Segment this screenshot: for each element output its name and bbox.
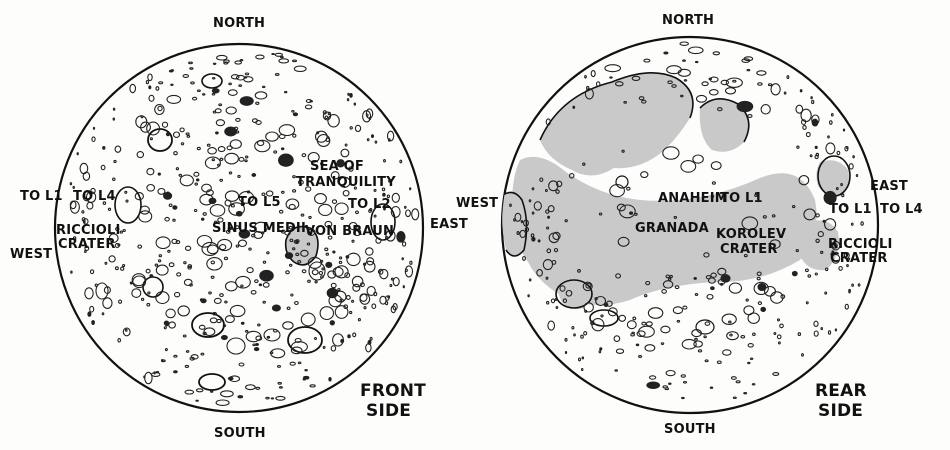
front-to-l1-label: TO L1 (20, 190, 63, 203)
rear-riccioli-label-line2: CRATER (830, 252, 888, 265)
front-sea-label-line2: TRANQUILITY (296, 176, 396, 189)
crater-mark (304, 376, 309, 379)
crater-mark (372, 135, 374, 138)
crater-mark (272, 54, 275, 55)
rear-side-title-line1: REAR (815, 382, 867, 400)
crater-mark (326, 262, 332, 267)
crater-mark (694, 278, 696, 280)
crater-mark (174, 371, 178, 373)
crater-mark (330, 321, 334, 325)
crater-mark (285, 253, 292, 259)
rear-riccioli-label-line1: RICCIOLI (828, 238, 893, 251)
crater-mark (711, 287, 715, 290)
crater-mark (721, 275, 730, 282)
rear-anaheim-label: ANAHEIM (658, 192, 728, 205)
crater-mark (241, 322, 244, 324)
crater-mark (348, 335, 350, 338)
rear-west-label: WEST (456, 197, 498, 210)
crater-mark (169, 70, 173, 72)
crater-mark (92, 321, 95, 325)
crater-mark (327, 288, 337, 297)
crater-mark (548, 216, 550, 218)
front-north-label: NORTH (213, 17, 265, 30)
rear-to-l1-east-label: TO L1 (829, 203, 872, 216)
front-side-title-line1: FRONT (360, 382, 426, 400)
crater-mark (812, 119, 818, 126)
rear-korolev-label-line2: CRATER (720, 243, 778, 256)
crater-mark (212, 89, 219, 93)
crater-mark (222, 336, 228, 340)
front-riccioli-label-line1: RICCIOLI (56, 224, 121, 237)
crater-mark (800, 90, 802, 92)
crater-mark (103, 147, 105, 150)
crater-mark (149, 86, 151, 89)
front-riccioli-label-line2: CRATER (58, 238, 116, 251)
crater-mark (383, 193, 385, 196)
crater-mark (636, 344, 638, 346)
rear-south-label: SOUTH (664, 423, 716, 436)
crater-mark (238, 396, 243, 398)
crater-mark (216, 132, 219, 134)
crater-mark (647, 382, 660, 388)
crater-mark (761, 307, 766, 311)
crater-mark (329, 378, 331, 381)
crater-mark (600, 348, 602, 350)
crater-mark (164, 321, 168, 325)
front-east-label: EAST (430, 218, 468, 231)
crater-mark (272, 305, 280, 311)
front-sea-label-line1: SEA OF (310, 160, 364, 173)
crater-mark (267, 336, 269, 338)
crater-mark (573, 106, 575, 108)
crater-mark (166, 133, 169, 136)
rear-korolev-label-line1: KOROLEV (716, 228, 786, 241)
crater-mark (225, 127, 237, 136)
rear-granada-label: GRANADA (635, 222, 709, 235)
crater-mark (341, 339, 344, 342)
crater-mark (202, 218, 204, 220)
rear-north-label: NORTH (662, 14, 714, 27)
crater-mark (196, 400, 198, 401)
front-sinus-medii-label: SINUS MEDII (212, 222, 306, 235)
front-von-braun-label: VON BRAUN (305, 225, 394, 238)
crater-mark (260, 270, 273, 281)
crater-mark (150, 275, 153, 277)
crater-mark (815, 146, 817, 148)
front-to-l5-label: TO L5 (238, 196, 281, 209)
crater-mark (256, 344, 259, 346)
crater-mark (792, 271, 797, 275)
crater-mark (130, 282, 132, 284)
crater-mark (282, 148, 284, 150)
front-west-label: WEST (10, 248, 52, 261)
rear-to-l4-label: TO L4 (880, 203, 923, 216)
crater-mark (236, 211, 242, 216)
crater-mark (664, 52, 668, 54)
front-south-label: SOUTH (214, 427, 266, 440)
front-side-title-line2: SIDE (366, 402, 411, 420)
crater-mark (88, 312, 91, 316)
crater-mark (158, 173, 160, 175)
rear-to-l1-center-label: TO L1 (720, 192, 763, 205)
crater-mark (710, 387, 712, 388)
front-to-l2-label: TO L2 (348, 198, 391, 211)
crater-mark (350, 94, 352, 98)
crater-mark (532, 237, 535, 241)
crater-mark (197, 179, 199, 181)
crater-mark (293, 113, 297, 116)
crater-mark (254, 348, 258, 351)
crater-mark (259, 284, 261, 286)
crater-mark (333, 251, 335, 253)
crater-mark (173, 206, 177, 209)
front-to-l4-label: TO L4 (73, 190, 116, 203)
crater-mark (252, 174, 256, 177)
crater-mark (630, 212, 633, 214)
crater-mark (271, 398, 273, 399)
rear-side-title-line2: SIDE (818, 402, 863, 420)
rear-east-label: EAST (870, 180, 908, 193)
crater-mark (538, 240, 540, 242)
crater-mark (737, 101, 753, 111)
